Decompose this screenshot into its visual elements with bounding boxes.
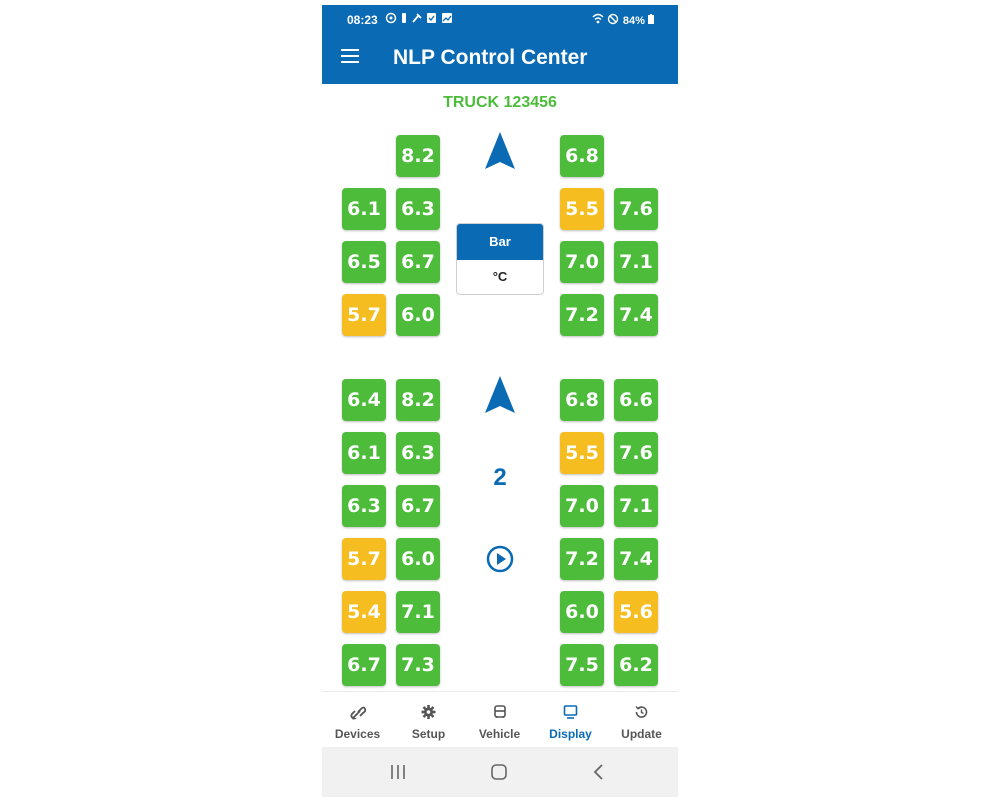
- tire-pressure-tile[interactable]: 6.8: [560, 135, 604, 177]
- tire-pressure-tile[interactable]: 6.0: [396, 294, 440, 336]
- nav-update[interactable]: Update: [606, 692, 677, 748]
- app-bar: 08:23 84%: [322, 5, 678, 84]
- bus-icon: [494, 705, 506, 718]
- menu-icon[interactable]: [341, 49, 359, 63]
- gear-icon: [421, 705, 436, 719]
- tire-pressure-tile[interactable]: 5.5: [560, 188, 604, 230]
- tire-pressure-tile[interactable]: 7.5: [560, 644, 604, 686]
- battery-level: 84%: [622, 15, 645, 27]
- tire-pressure-tile[interactable]: 6.6: [614, 379, 658, 421]
- link-icon: [350, 706, 367, 720]
- tire-pressure-tile[interactable]: 6.7: [396, 485, 440, 527]
- bottom-navigation: Devices Setup: [322, 691, 678, 748]
- status-right: 84%: [592, 13, 654, 27]
- tire-pressure-tile[interactable]: 6.3: [396, 188, 440, 230]
- monitor-icon: [563, 705, 578, 719]
- system-navigation-bar: [322, 747, 678, 797]
- tire-pressure-tile[interactable]: 6.0: [560, 591, 604, 633]
- vehicle-name: TRUCK 123456: [443, 94, 557, 111]
- nav-devices-label: Devices: [334, 727, 381, 741]
- tire-pressure-tile[interactable]: 7.2: [560, 294, 604, 336]
- nav-vehicle[interactable]: Vehicle: [464, 692, 535, 748]
- tire-pressure-tile[interactable]: 6.3: [342, 485, 386, 527]
- play-icon[interactable]: [486, 545, 514, 573]
- recent-apps-icon[interactable]: [390, 764, 406, 780]
- tire-pressure-tile[interactable]: 6.8: [560, 379, 604, 421]
- nav-display-label: Display: [549, 727, 592, 741]
- tire-pressure-tile[interactable]: 8.2: [396, 379, 440, 421]
- back-icon[interactable]: [592, 763, 604, 781]
- tire-pressure-tile[interactable]: 7.6: [614, 432, 658, 474]
- tire-pressure-tile[interactable]: 5.4: [342, 591, 386, 633]
- tire-pressure-tile[interactable]: 6.7: [342, 644, 386, 686]
- tire-pressure-tile[interactable]: 7.1: [614, 485, 658, 527]
- tire-pressure-tile[interactable]: 7.0: [560, 485, 604, 527]
- battery-icon: [648, 14, 654, 24]
- tire-pressure-tile[interactable]: 7.1: [614, 241, 658, 283]
- tire-pressure-tile[interactable]: 6.4: [342, 379, 386, 421]
- direction-arrow-icon: [485, 376, 515, 413]
- status-notification-icons: [385, 12, 452, 24]
- tire-pressure-tile[interactable]: 8.2: [396, 135, 440, 177]
- tire-pressure-tile[interactable]: 6.5: [342, 241, 386, 283]
- tire-pressure-tile[interactable]: 5.6: [614, 591, 658, 633]
- unit-toggle: Bar °C: [456, 223, 544, 295]
- app-title: NLP Control Center: [393, 46, 588, 69]
- nav-setup-label: Setup: [411, 727, 446, 741]
- tire-pressure-tile[interactable]: 7.1: [396, 591, 440, 633]
- pressure-unit-button[interactable]: Bar: [457, 224, 543, 260]
- notification-icons: [385, 12, 457, 27]
- tire-pressure-tile[interactable]: 7.2: [560, 538, 604, 580]
- tire-pressure-tile[interactable]: 7.4: [614, 538, 658, 580]
- tire-pressure-tile[interactable]: 5.5: [560, 432, 604, 474]
- tire-pressure-tile[interactable]: 6.1: [342, 432, 386, 474]
- wifi-dnd-icons: [592, 13, 619, 25]
- temperature-unit-button[interactable]: °C: [492, 269, 508, 284]
- history-icon: [635, 706, 648, 718]
- nav-setup[interactable]: Setup: [393, 692, 464, 748]
- tire-pressure-tile[interactable]: 6.1: [342, 188, 386, 230]
- phone-screen: 08:23 84%: [322, 5, 678, 797]
- nav-display[interactable]: Display: [535, 692, 606, 748]
- home-icon[interactable]: [490, 763, 508, 781]
- tire-pressure-tile[interactable]: 5.7: [342, 294, 386, 336]
- tire-pressure-tile[interactable]: 6.3: [396, 432, 440, 474]
- trailer-count: 2: [493, 464, 507, 491]
- nav-devices[interactable]: Devices: [322, 692, 393, 748]
- tire-pressure-tile[interactable]: 7.0: [560, 241, 604, 283]
- tire-pressure-tile[interactable]: 6.0: [396, 538, 440, 580]
- tire-pressure-tile[interactable]: 6.2: [614, 644, 658, 686]
- tire-pressure-tile[interactable]: 7.3: [396, 644, 440, 686]
- tire-pressure-tile[interactable]: 7.6: [614, 188, 658, 230]
- tire-pressure-tile[interactable]: 5.7: [342, 538, 386, 580]
- status-time: 08:23: [347, 13, 378, 27]
- direction-arrow-icon: [485, 132, 515, 169]
- nav-vehicle-label: Vehicle: [478, 727, 521, 741]
- tire-pressure-tile[interactable]: 7.4: [614, 294, 658, 336]
- nav-update-label: Update: [621, 727, 662, 741]
- tire-pressure-tile[interactable]: 6.7: [396, 241, 440, 283]
